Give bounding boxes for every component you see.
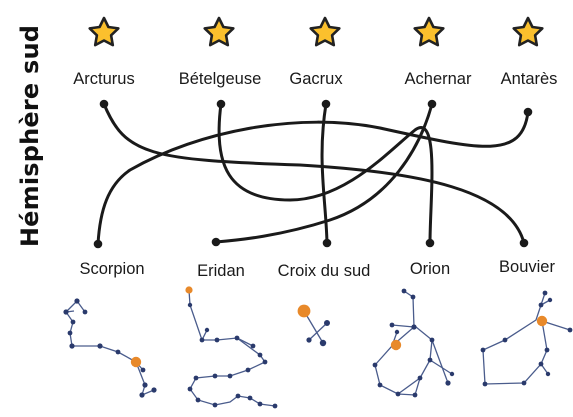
bright-star-achernar: [185, 286, 193, 294]
bright-star-gacrux: [297, 304, 311, 318]
constellation-figure-bouvier: [482, 292, 571, 385]
endpoint-dot: [523, 107, 533, 117]
match-line: [214, 102, 434, 244]
endpoint-dot: [211, 237, 221, 247]
star-icon: [309, 16, 341, 47]
matching-lines: [96, 102, 530, 246]
bright-star-arcturus: [536, 315, 548, 327]
constellation-label-croix-du-sud: Croix du sud: [277, 262, 371, 280]
bright-stars: [130, 286, 548, 368]
star-label-antares: Antarès: [500, 70, 558, 88]
star-icon: [203, 16, 235, 47]
star-row: [88, 16, 544, 47]
match-line: [217, 102, 434, 245]
endpoint-dot: [322, 238, 332, 248]
endpoint-dot: [427, 99, 437, 109]
endpoint-dot: [425, 238, 435, 248]
constellation-label-bouvier: Bouvier: [499, 258, 555, 276]
star-label-arcturus: Arcturus: [73, 70, 135, 88]
endpoint-dot: [99, 99, 109, 109]
constellation-label-scorpion: Scorpion: [79, 260, 145, 278]
star-label-gacrux: Gacrux: [289, 70, 343, 88]
endpoint-dot: [321, 99, 331, 109]
bright-star-betelgeuse: [390, 339, 402, 351]
endpoint-dot: [519, 238, 529, 248]
constellation-stars: [63, 288, 573, 409]
constellation-figure-scorpion: [65, 300, 155, 397]
star-icon: [413, 16, 445, 47]
star-label-betelgeuse: Bételgeuse: [178, 70, 262, 88]
endpoint-dot: [216, 99, 226, 109]
endpoint-dots: [93, 99, 533, 249]
match-line: [102, 102, 526, 245]
star-icon: [88, 16, 120, 47]
endpoint-dot: [93, 239, 103, 249]
constellations: [65, 289, 571, 407]
constellation-label-orion: Orion: [409, 260, 451, 278]
star-label-achernar: Achernar: [404, 70, 472, 88]
bright-star-antares: [130, 356, 142, 368]
constellation-figure-eridan: [188, 289, 276, 407]
star-icon: [512, 16, 544, 47]
match-line: [96, 110, 530, 246]
constellation-figure-orion: [374, 290, 453, 396]
constellation-label-eridan: Eridan: [197, 262, 245, 280]
